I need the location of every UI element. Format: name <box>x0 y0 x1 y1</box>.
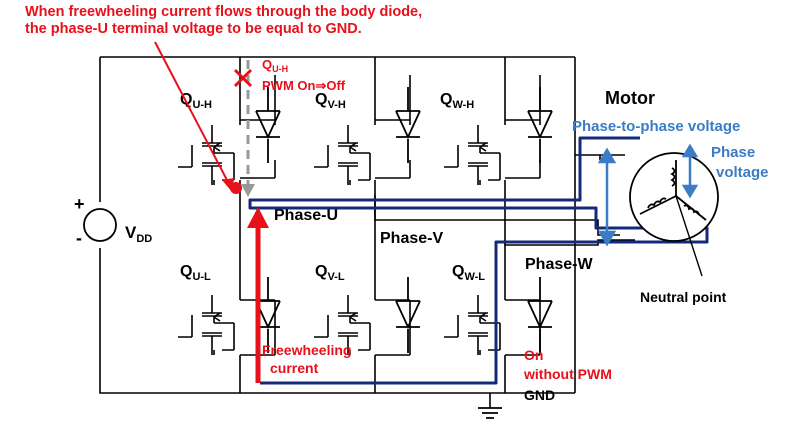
mosfet-qwh <box>443 124 501 186</box>
ground-label: GND <box>524 387 555 403</box>
supply-plus: + <box>74 194 85 214</box>
label-qwl: QW-L <box>452 263 485 283</box>
header-line-2: the phase-U terminal voltage to be equal… <box>25 21 362 37</box>
diode-quh <box>255 86 281 164</box>
pwm-off-arrow-head <box>241 184 255 197</box>
label-qvh: QV-H <box>315 91 346 111</box>
diode-qvh <box>395 86 421 164</box>
phase-u-label: Phase-U <box>274 207 338 224</box>
freewheeling-arrow-head <box>247 207 269 228</box>
pwm-on-off-label: PWM On⇒Off <box>262 78 346 93</box>
supply-label: VDD <box>125 223 152 245</box>
phase-v-label: Phase-V <box>380 230 443 247</box>
mosfet-qvh <box>313 124 371 186</box>
freewheeling-line-2: current <box>270 360 319 376</box>
motor-windings <box>639 160 707 221</box>
neutral-point-label: Neutral point <box>640 289 727 305</box>
on-label: On <box>524 347 543 363</box>
mosfet-qul <box>177 294 235 356</box>
current-path-navy <box>248 136 709 385</box>
neutral-point-pointer <box>675 195 703 277</box>
circuit-wires <box>99 56 635 408</box>
supply-source <box>83 208 117 242</box>
quh-off-label: QU-H <box>262 57 288 74</box>
phase-voltage-arrow <box>681 143 699 199</box>
on-without-pwm-label: without PWM <box>523 366 612 382</box>
phase-to-phase-label: Phase-to-phase voltage <box>572 118 740 135</box>
phase-w-label: Phase-W <box>525 256 593 273</box>
mosfet-qwl <box>443 294 501 356</box>
phase-voltage-line-2: voltage <box>716 164 769 181</box>
diode-qvl <box>395 276 421 354</box>
label-qwh: QW-H <box>440 91 474 111</box>
phase-u-node <box>230 182 242 194</box>
supply-minus: - <box>76 228 82 248</box>
label-qvl: QV-L <box>315 263 345 283</box>
ground-symbol <box>478 407 502 419</box>
phase-to-phase-voltage-arrow <box>597 147 617 247</box>
freewheeling-line-1: Freewheeling <box>262 342 351 358</box>
phase-voltage-line-1: Phase <box>711 144 755 161</box>
label-qul: QU-L <box>180 263 211 283</box>
switch-off-x-icon <box>233 68 253 88</box>
motor-title: Motor <box>605 88 655 108</box>
annotation-arrow <box>154 41 229 183</box>
header-line-1: When freewheeling current flows through … <box>25 4 422 20</box>
